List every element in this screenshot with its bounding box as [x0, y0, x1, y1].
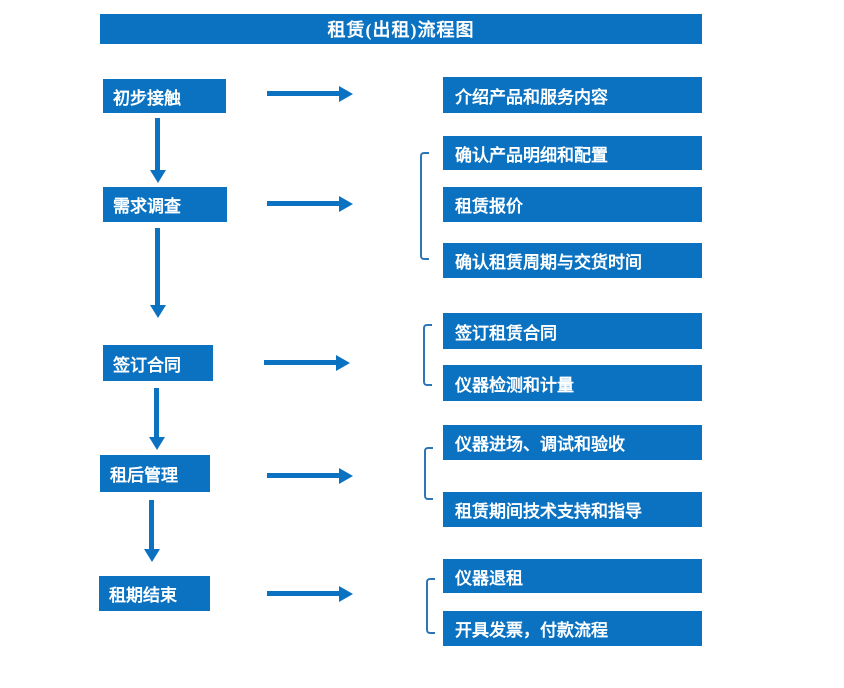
arrow-shaft — [267, 91, 341, 96]
group-bracket-2 — [420, 152, 429, 260]
detail-box-2-3: 确认租赁周期与交货时间 — [443, 243, 702, 278]
step-box-sign-contract: 签订合同 — [103, 345, 213, 381]
detail-box-4-1: 仪器进场、调试和验收 — [443, 425, 702, 460]
down-arrow-2 — [150, 228, 166, 318]
arrow-shaft — [149, 500, 154, 551]
detail-box-3-2: 仪器检测和计量 — [443, 365, 702, 401]
arrow-head-icon — [339, 86, 353, 102]
arrow-head-icon — [336, 355, 350, 371]
down-arrow-3 — [149, 388, 165, 450]
arrow-shaft — [267, 201, 341, 206]
step-box-initial-contact: 初步接触 — [103, 79, 226, 113]
arrow-shaft — [155, 228, 160, 307]
detail-box-3-1: 签订租赁合同 — [443, 313, 702, 349]
detail-box-5-2: 开具发票，付款流程 — [443, 611, 702, 646]
arrow-shaft — [155, 118, 160, 172]
arrow-shaft — [267, 591, 341, 596]
flowchart-title: 租赁(出租)流程图 — [100, 14, 702, 44]
right-arrow-3 — [264, 355, 350, 371]
arrow-head-icon — [149, 437, 165, 450]
arrow-head-icon — [150, 305, 166, 318]
arrow-shaft — [267, 473, 341, 478]
down-arrow-4 — [144, 500, 160, 562]
detail-box-2-2: 租赁报价 — [443, 187, 702, 222]
group-bracket-5 — [426, 578, 435, 634]
right-arrow-5 — [267, 586, 353, 602]
arrow-head-icon — [339, 586, 353, 602]
right-arrow-2 — [267, 196, 353, 212]
right-arrow-4 — [267, 468, 353, 484]
detail-box-5-1: 仪器退租 — [443, 559, 702, 593]
step-box-demand-survey: 需求调查 — [103, 187, 227, 222]
arrow-head-icon — [339, 196, 353, 212]
arrow-shaft — [264, 360, 338, 365]
step-box-post-rental-management: 租后管理 — [100, 455, 210, 492]
detail-box-4-2: 租赁期间技术支持和指导 — [443, 492, 702, 527]
right-arrow-1 — [267, 86, 353, 102]
detail-box-1-1: 介绍产品和服务内容 — [443, 77, 702, 113]
step-box-rental-end: 租期结束 — [99, 576, 210, 611]
arrow-head-icon — [339, 468, 353, 484]
detail-box-2-1: 确认产品明细和配置 — [443, 136, 702, 170]
arrow-shaft — [154, 388, 159, 439]
arrow-head-icon — [144, 549, 160, 562]
down-arrow-1 — [150, 118, 166, 183]
group-bracket-4 — [424, 447, 433, 500]
group-bracket-3 — [423, 324, 432, 386]
arrow-head-icon — [150, 170, 166, 183]
